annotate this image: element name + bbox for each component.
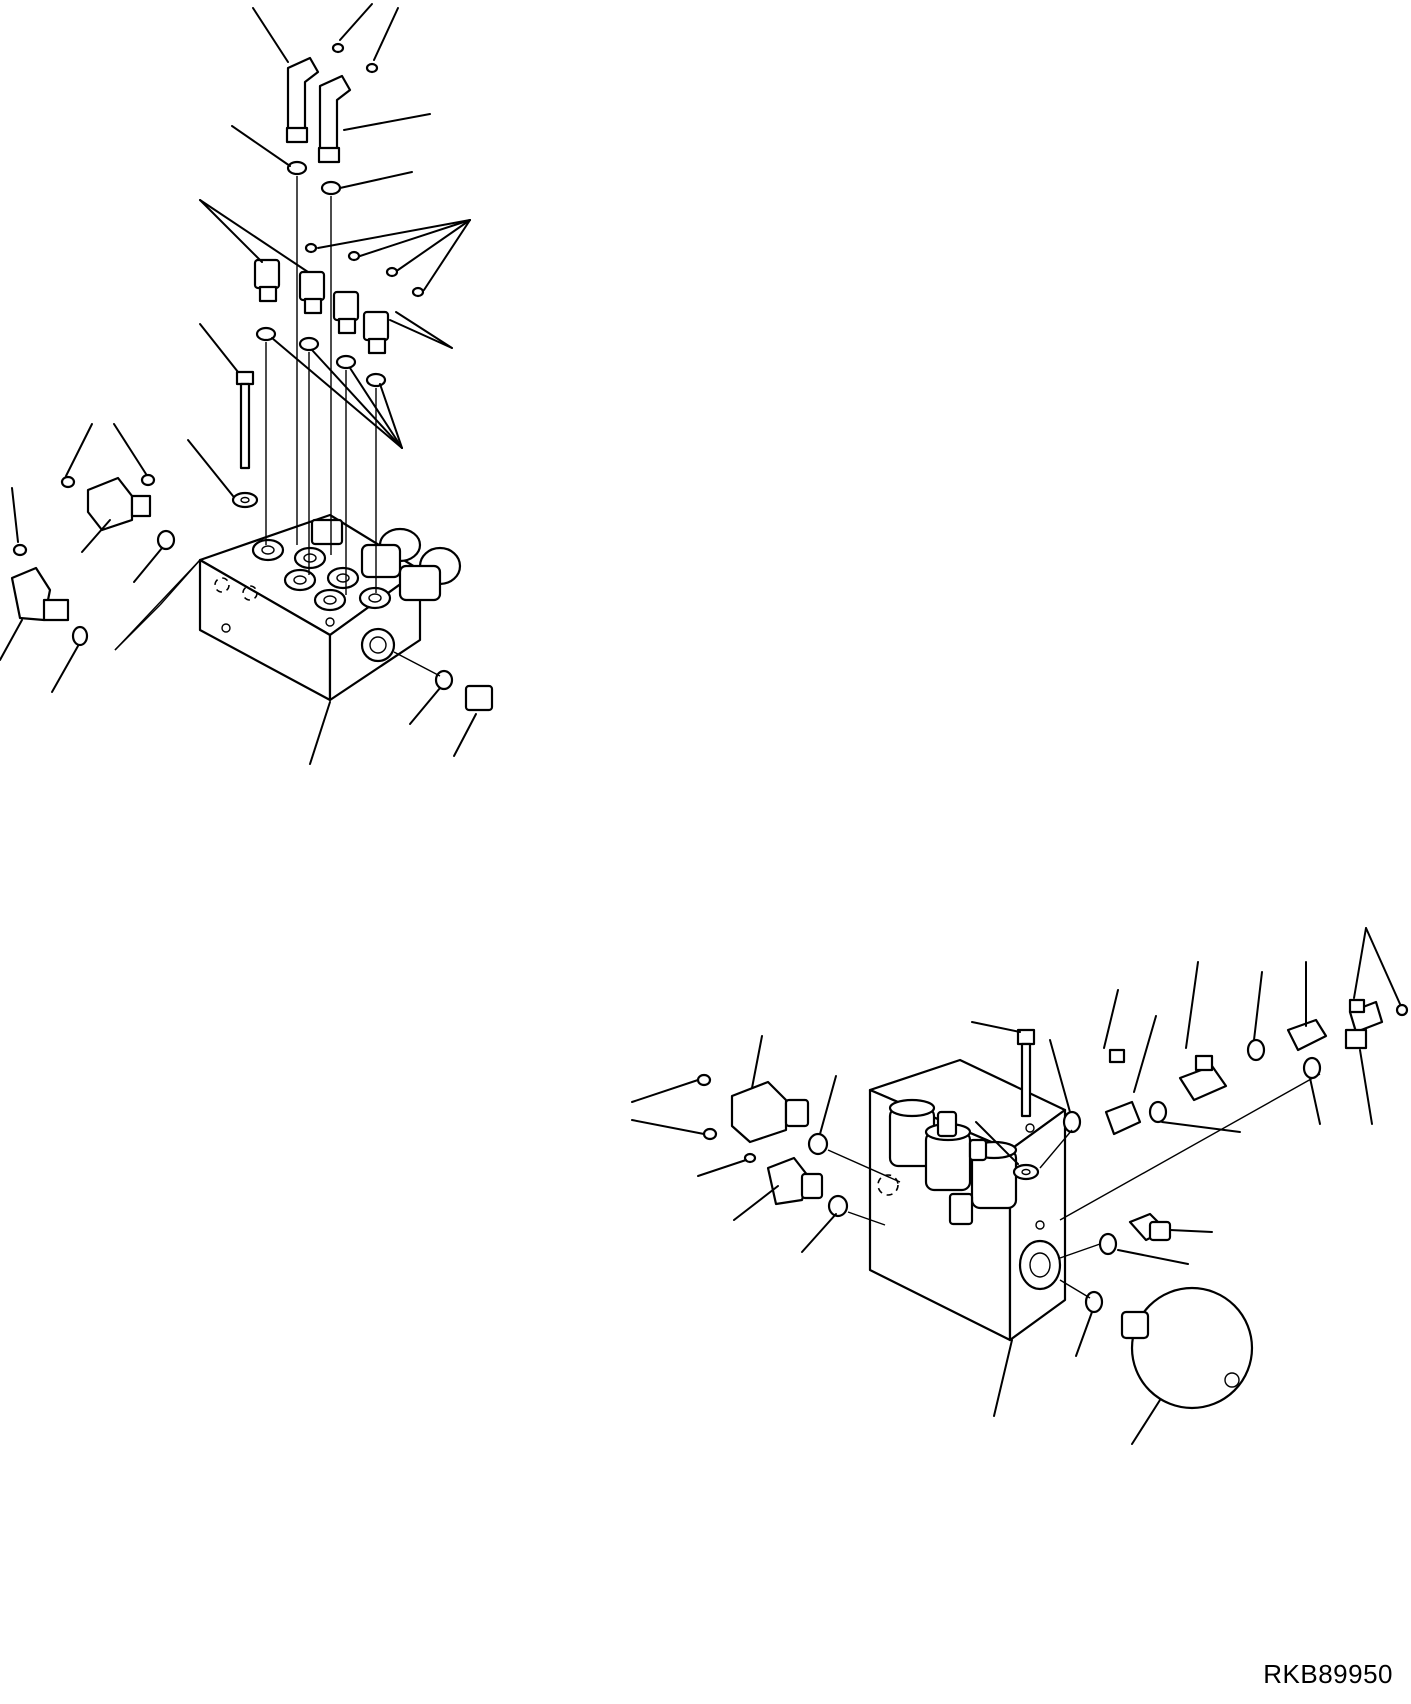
bolt-upper	[231, 370, 259, 509]
leader-lines-lower	[631, 927, 1401, 1445]
bolt-lower	[1012, 1028, 1040, 1181]
solenoid-valves-lower	[888, 1098, 1018, 1226]
leader-lines-upper	[0, 3, 477, 765]
plug-upper	[393, 651, 494, 712]
plug-lower	[1059, 1212, 1172, 1259]
o-ring	[320, 180, 342, 196]
left-fittings-lower	[696, 1073, 901, 1226]
block-ports-upper	[251, 538, 392, 612]
drawing-code-label: RKB89950	[1263, 1659, 1393, 1689]
lower-right-assembly	[631, 927, 1409, 1445]
small-elbow-fittings	[253, 242, 425, 388]
elbow-fittings-top	[285, 42, 379, 164]
o-ring	[286, 160, 308, 176]
side-fittings-upper	[10, 473, 176, 647]
solenoid-valves-upper	[310, 518, 462, 602]
upper-left-assembly	[0, 3, 494, 765]
accumulator-sphere	[1059, 1279, 1254, 1410]
assembly-guide-lines-upper	[114, 176, 377, 651]
top-fittings-lower	[1039, 998, 1409, 1221]
